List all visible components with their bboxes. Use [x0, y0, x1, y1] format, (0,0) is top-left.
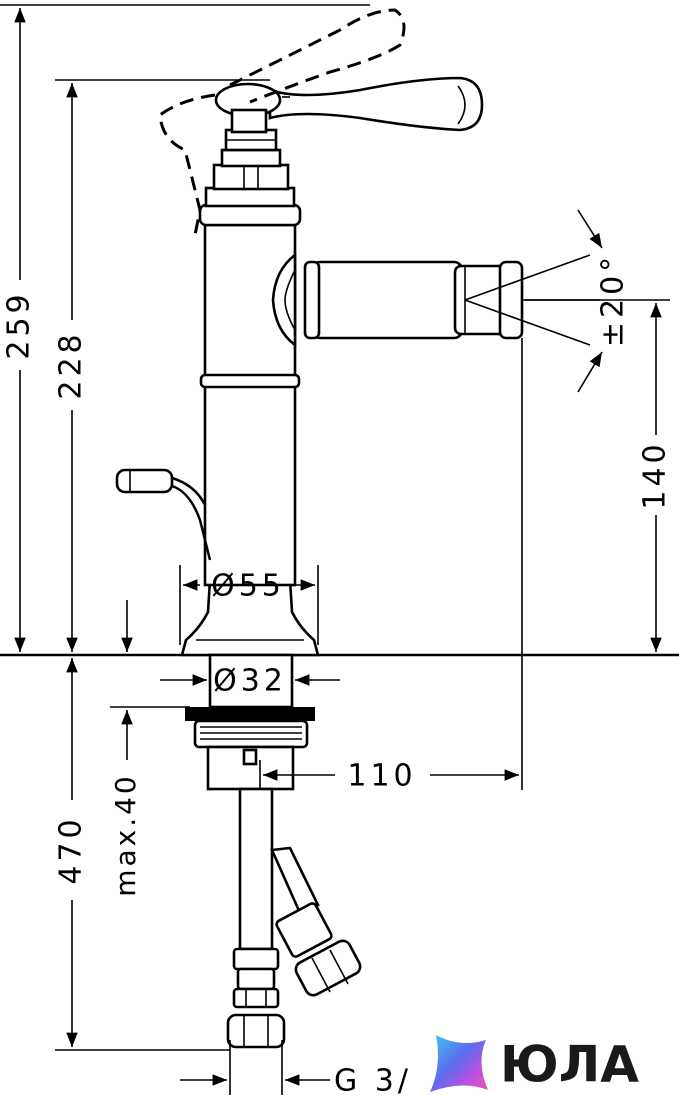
logo-text: ЮЛА — [500, 1036, 639, 1094]
logo-mark-icon — [430, 1035, 488, 1092]
dim-label-thread: G 3/ — [334, 1064, 412, 1099]
faucet-body — [180, 128, 320, 657]
dim-label-110: 110 — [347, 759, 416, 794]
dim-label-470: 470 — [54, 815, 89, 884]
dim-label-228: 228 — [54, 330, 89, 399]
dim-label-140: 140 — [638, 440, 673, 509]
lever-handle — [214, 76, 484, 134]
popup-knob — [115, 468, 212, 561]
under-counter-assembly — [185, 653, 362, 1049]
dim-label-angle: ±20° — [596, 253, 631, 347]
dim-label-max40: max.40 — [109, 773, 142, 897]
dim-label-diameter-32: Ø32 — [213, 664, 287, 699]
dim-label-diameter-55: Ø55 — [211, 569, 285, 604]
brand-logo: ЮЛА — [430, 1035, 639, 1094]
spout — [303, 254, 591, 346]
dim-label-259: 259 — [2, 290, 37, 359]
lever-handle-alt-position — [158, 8, 406, 236]
dimension-lines — [0, 4, 670, 1095]
